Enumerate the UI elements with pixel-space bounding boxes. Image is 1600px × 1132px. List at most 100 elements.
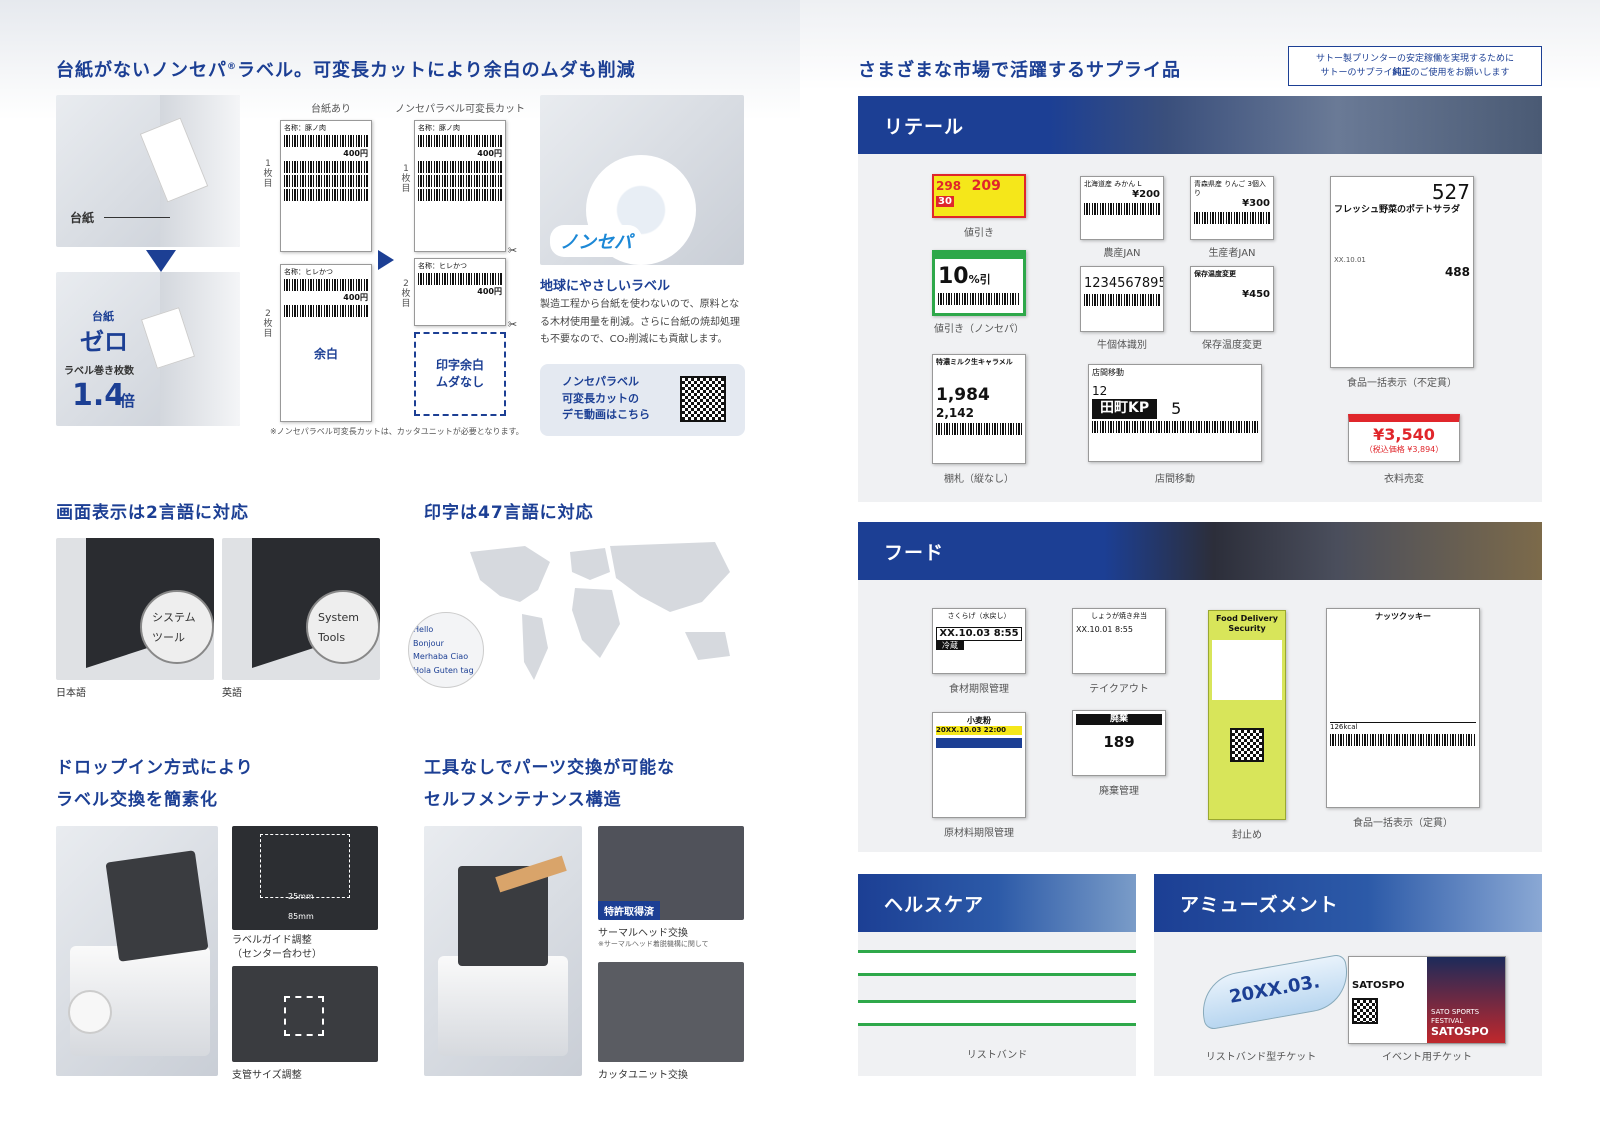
label-guide-caption: ラベルガイド調整 （センター合わせ） — [232, 935, 322, 960]
heading-drop-in-line2: ラベル交換を簡素化 — [56, 790, 218, 811]
disposal-title: 廃棄 — [1076, 714, 1162, 726]
quantity: 5 — [1171, 399, 1182, 418]
food-display-fixed-label: ナッツクッキー 126kcal — [1326, 608, 1480, 808]
heading-nonsepa-pre: 台紙がないノンセパ — [56, 60, 227, 81]
multiplier-unit: 倍 — [120, 392, 136, 410]
price-2142: 2,142 — [936, 406, 974, 420]
heading-supplies: さまざまな市場で活躍するサプライ品 — [858, 60, 1181, 81]
discount-nonsepa-label: 10%引 — [932, 250, 1026, 316]
caption-raw-material: 原材料期限管理 — [944, 828, 1014, 839]
demo-video-text: ノンセパラベル 可変長カットの デモ動画はこちら — [562, 375, 650, 421]
price-450: ¥450 — [1242, 288, 1270, 300]
caption-discount: 値引き — [964, 228, 994, 239]
store-transfer-label: 店間移動 12 田町KP 5 — [1088, 364, 1262, 462]
patent-badge: 特許取得済 — [598, 901, 660, 920]
heading-drop-in: ドロップイン方式によりラベル交換を簡素化 — [56, 752, 254, 817]
caramel-product: 特濃ミルク生キャラメル — [936, 358, 1013, 366]
demo-video-link[interactable]: ノンセパラベル 可変長カットの デモ動画はこちら — [540, 364, 745, 436]
genuine-supply-notice: サトー製プリンターの安定稼働を実現するために サトーのサプライ純正のご使用をお願… — [1288, 46, 1542, 86]
disposal-label: 廃棄 189 — [1072, 710, 1166, 776]
caption-discount-nonsepa: 値引き（ノンセパ） — [934, 324, 1024, 335]
cookie-name: ナッツクッキー — [1375, 612, 1431, 621]
drop-in-printer-photo — [56, 826, 218, 1076]
en-menu-item: Tools — [318, 630, 346, 644]
width-85-label: 85mm — [288, 912, 314, 921]
core-size-photo — [232, 966, 378, 1062]
liner-zero-label: 台紙 — [92, 310, 114, 323]
sample-price: 400円 — [477, 286, 502, 296]
cow-id-label: 1234567895 — [1080, 266, 1164, 332]
heading-two-languages: 画面表示は2言語に対応 — [56, 503, 249, 523]
caption-food-variable: 食品一括表示（不定貫） — [1347, 378, 1457, 389]
printer-with-liner-photo: 台紙 — [56, 95, 240, 247]
caption-takeout: テイクアウト — [1089, 684, 1149, 695]
event-ticket-image: SATO SPORTS FESTIVAL SATOSPO — [1427, 957, 1505, 1043]
sheet1-label: 1枚目 — [263, 159, 273, 189]
event-name: SATOSPO — [1352, 979, 1405, 991]
nonsepa-logo: ノンセパ — [550, 225, 642, 257]
nonsepa-heading: ノンセパラベル可変長カット — [395, 104, 525, 115]
retail-header: リテール — [858, 96, 1542, 154]
wristband-sample-1 — [858, 950, 1136, 976]
cow-id: 1234567895 — [1084, 276, 1164, 291]
healthcare-header: ヘルスケア — [858, 874, 1136, 932]
discount-label: 298 209 30 — [932, 174, 1026, 218]
caption-storage-temp: 保存温度変更 — [1202, 340, 1262, 351]
heading-drop-in-line1: ドロップイン方式により — [56, 758, 254, 778]
guide-area — [260, 834, 350, 898]
zoom-circle: システムツール — [140, 590, 214, 664]
liner-arrow-line — [104, 217, 170, 218]
qr-code-icon — [1230, 728, 1264, 762]
expiry-date: XX.10.03 8:55 — [936, 626, 1022, 642]
eco-body: 製造工程から台紙を使わないので、原料となる木材使用量を削減。さらに台紙の焼却処理… — [540, 299, 740, 345]
thermal-head-note: ※サーマルヘッド着脱機構に関して — [598, 940, 709, 948]
farm-product: 北海道産 みかん L — [1084, 180, 1142, 188]
price-1984: 1,984 — [936, 384, 990, 405]
nonsepa-sheet1-label: 1枚目 — [401, 164, 411, 194]
flour-name: 小麦粉 — [967, 716, 991, 725]
en-menu-item: System — [318, 611, 360, 624]
qr-code-icon — [1352, 998, 1378, 1024]
bento-name: しょうが焼き弁当 — [1091, 612, 1147, 620]
greeting: Hola — [413, 665, 432, 675]
notice-line1: サトー製プリンターの安定稼働を実現するために — [1315, 54, 1514, 64]
caption-event-ticket: イベント用チケット — [1382, 1052, 1472, 1063]
cutter-unit-caption: カッタユニット交換 — [598, 1070, 688, 1081]
price-300: ¥300 — [1242, 197, 1270, 209]
greetings-circle: Hello Bonjour Merhaba Ciao Hola Guten ta… — [408, 612, 484, 688]
screen-ja-photo: システムツール — [56, 538, 214, 680]
zero-text: ゼロ — [80, 328, 128, 356]
price-488: 488 — [1444, 265, 1470, 279]
pct-30: 30 — [936, 195, 954, 207]
down-arrow-icon — [146, 250, 176, 272]
printer-lid — [105, 850, 209, 962]
sheet2-label: 2枚目 — [263, 309, 273, 339]
event-ticket: SATOSPO SATO SPORTS FESTIVAL SATOSPO — [1348, 956, 1506, 1044]
heading-self-maintenance-line2: セルフメンテナンス構造 — [424, 790, 622, 811]
security-title: Food Delivery Security — [1216, 614, 1278, 633]
qr-code-icon[interactable] — [680, 376, 726, 422]
label-guide-photo: 25mm 85mm — [232, 826, 378, 930]
liner-label: 台紙 — [70, 211, 95, 225]
shelf-tag-label: 特濃ミルク生キャラメル 1,984 2,142 — [932, 354, 1026, 464]
cutter-unit-photo — [598, 962, 744, 1062]
printer-no-liner-photo: 台紙 ゼロ ラベル巻き枚数 1.4 倍 — [56, 272, 240, 426]
storage-temp-title: 保存温度変更 — [1194, 270, 1236, 278]
eco-title: 地球にやさしいラベル — [540, 279, 671, 294]
event-subtitle: SATO SPORTS FESTIVAL — [1431, 1007, 1480, 1025]
refrigerated-badge: 冷蔵 — [936, 641, 964, 651]
caption-store-transfer: 店間移動 — [1155, 474, 1195, 485]
toolless-printer-photo — [424, 826, 582, 1076]
clothing-price: ¥3,540 — [1373, 425, 1435, 444]
gram-value: 189 — [1103, 733, 1135, 752]
heading-nonsepa: 台紙がないノンセパ®ラベル。可変長カットにより余白のムダも削減 — [56, 56, 636, 82]
date-label: XX.10.01 — [1334, 256, 1366, 265]
no-waste-box: 印字余白 ムダなし — [414, 332, 506, 416]
scissors-icon: ✂ — [508, 318, 518, 331]
farm-jan-label: 北海道産 みかん L ¥200 — [1080, 176, 1164, 240]
